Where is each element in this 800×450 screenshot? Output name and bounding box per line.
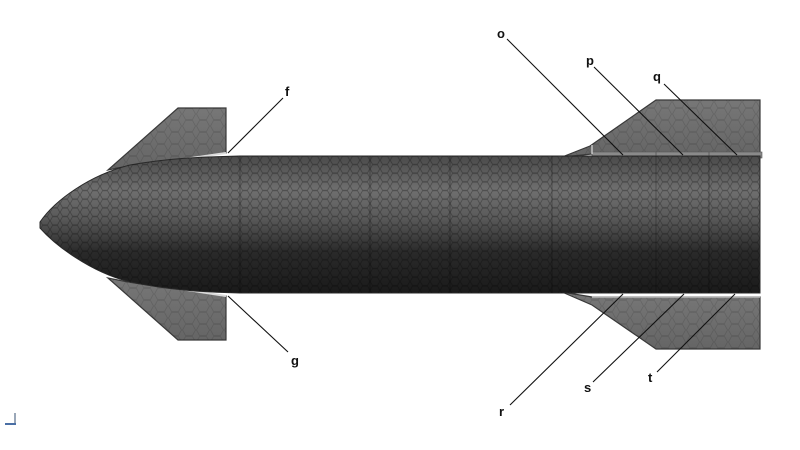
axis-triad-horizontal (5, 423, 16, 425)
label-s: s (584, 380, 591, 395)
label-g: g (291, 353, 299, 368)
callout-labels: f g o p q r s t (285, 26, 661, 419)
label-o: o (497, 26, 505, 41)
leader-g (227, 295, 289, 353)
label-p: p (586, 53, 594, 68)
leader-p (593, 66, 684, 156)
rear-fin-bottom (561, 291, 761, 350)
label-q: q (653, 69, 661, 84)
label-r: r (499, 404, 504, 419)
leader-t (656, 293, 736, 373)
label-f: f (285, 84, 290, 99)
rocket-body (39, 155, 761, 294)
axis-triad-vertical (14, 413, 16, 425)
leader-o (506, 38, 624, 156)
leader-q (663, 83, 738, 156)
front-fin-top (105, 107, 227, 172)
rear-fin-top (561, 99, 763, 159)
label-t: t (648, 370, 653, 385)
callout-leaders (227, 38, 738, 406)
leader-f (227, 97, 284, 154)
axis-triad-icon (5, 413, 17, 425)
leader-s (592, 293, 685, 383)
leader-r (509, 293, 624, 406)
